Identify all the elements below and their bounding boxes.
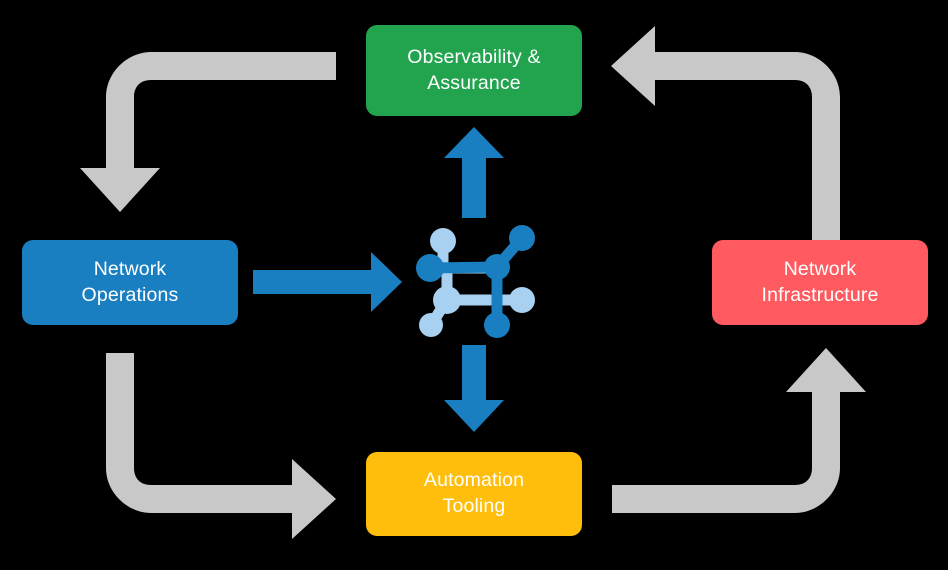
arrow-observability-to-operations-shape	[80, 52, 336, 212]
arrow-center-to-automation	[444, 345, 504, 432]
node-automation-tooling-label: Automation Tooling	[423, 469, 525, 517]
arrow-infrastructure-to-observability	[611, 26, 840, 240]
arrow-operations-to-automation	[106, 353, 336, 539]
arrow-operations-to-center	[253, 252, 402, 312]
node-observability-label: Observability & Assurance	[407, 45, 541, 94]
network-icon-light-nodes	[419, 228, 535, 337]
arrow-automation-to-infrastructure	[612, 348, 866, 513]
node-automation-tooling[interactable]: Automation Tooling	[366, 452, 582, 536]
arrow-center-to-observability	[444, 127, 504, 218]
node-network-operations-label: Network Operations	[81, 257, 179, 306]
node-network-infrastructure-label: Network Infrastructure	[761, 257, 879, 306]
node-network-operations[interactable]: Network Operations	[22, 240, 238, 325]
node-network-infrastructure[interactable]: Network Infrastructure	[712, 240, 928, 325]
network-icon-dark-nodes	[416, 225, 535, 338]
node-observability-and-assurance[interactable]: Observability & Assurance	[366, 25, 582, 116]
